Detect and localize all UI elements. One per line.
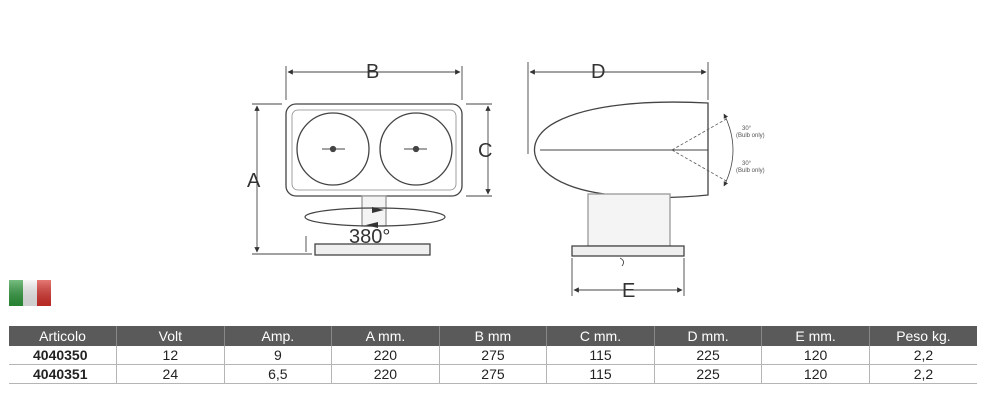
technical-drawing: 380° B C A 30° (Bulb only) 30° (Bulb onl… (247, 61, 765, 302)
table-cell: 225 (654, 346, 763, 365)
side-base (571, 245, 685, 257)
table-cell: 115 (546, 346, 655, 365)
table-cell: 4040351 (9, 364, 118, 384)
table-cell: 120 (761, 346, 870, 365)
column-header: Amp. (224, 326, 333, 346)
column-header: Peso kg. (869, 326, 977, 346)
front-housing (285, 103, 463, 197)
angle-bottom-label: 30° (742, 161, 752, 167)
table-cell: 275 (439, 346, 548, 365)
column-header: Articolo (9, 326, 118, 346)
angle-top-label: 30° (742, 126, 752, 132)
label-b: B (366, 61, 379, 83)
table-cell: 2,2 (869, 346, 977, 365)
table-cell: 24 (116, 364, 225, 384)
table-cell: 9 (224, 346, 333, 365)
rotation-label: 380° (349, 226, 390, 248)
side-view (533, 101, 709, 267)
label-e: E (622, 280, 635, 302)
table-cell: 115 (546, 364, 655, 384)
column-header: D mm. (654, 326, 763, 346)
label-d: D (591, 61, 605, 83)
angle-top-note: (Bulb only) (736, 133, 765, 139)
table-cell: 6,5 (224, 364, 333, 384)
table-cell: 12 (116, 346, 225, 365)
table-cell: 225 (654, 364, 763, 384)
table-cell: 2,2 (869, 364, 977, 384)
table-cell: 275 (439, 364, 548, 384)
table-cell: 220 (331, 364, 440, 384)
label-a: A (247, 170, 261, 192)
italy-flag-icon (9, 280, 51, 306)
column-header: Volt (116, 326, 225, 346)
front-base (314, 243, 431, 256)
column-header: C mm. (546, 326, 655, 346)
column-header: B mm (439, 326, 548, 346)
angle-bottom-note: (Bulb only) (736, 168, 765, 174)
table-cell: 4040350 (9, 346, 118, 365)
label-c: C (478, 140, 492, 162)
front-lamp-right (379, 112, 453, 186)
column-header: A mm. (331, 326, 440, 346)
table-cell: 220 (331, 346, 440, 365)
front-lamp-left (296, 112, 370, 186)
column-header: E mm. (761, 326, 870, 346)
table-cell: 120 (761, 364, 870, 384)
